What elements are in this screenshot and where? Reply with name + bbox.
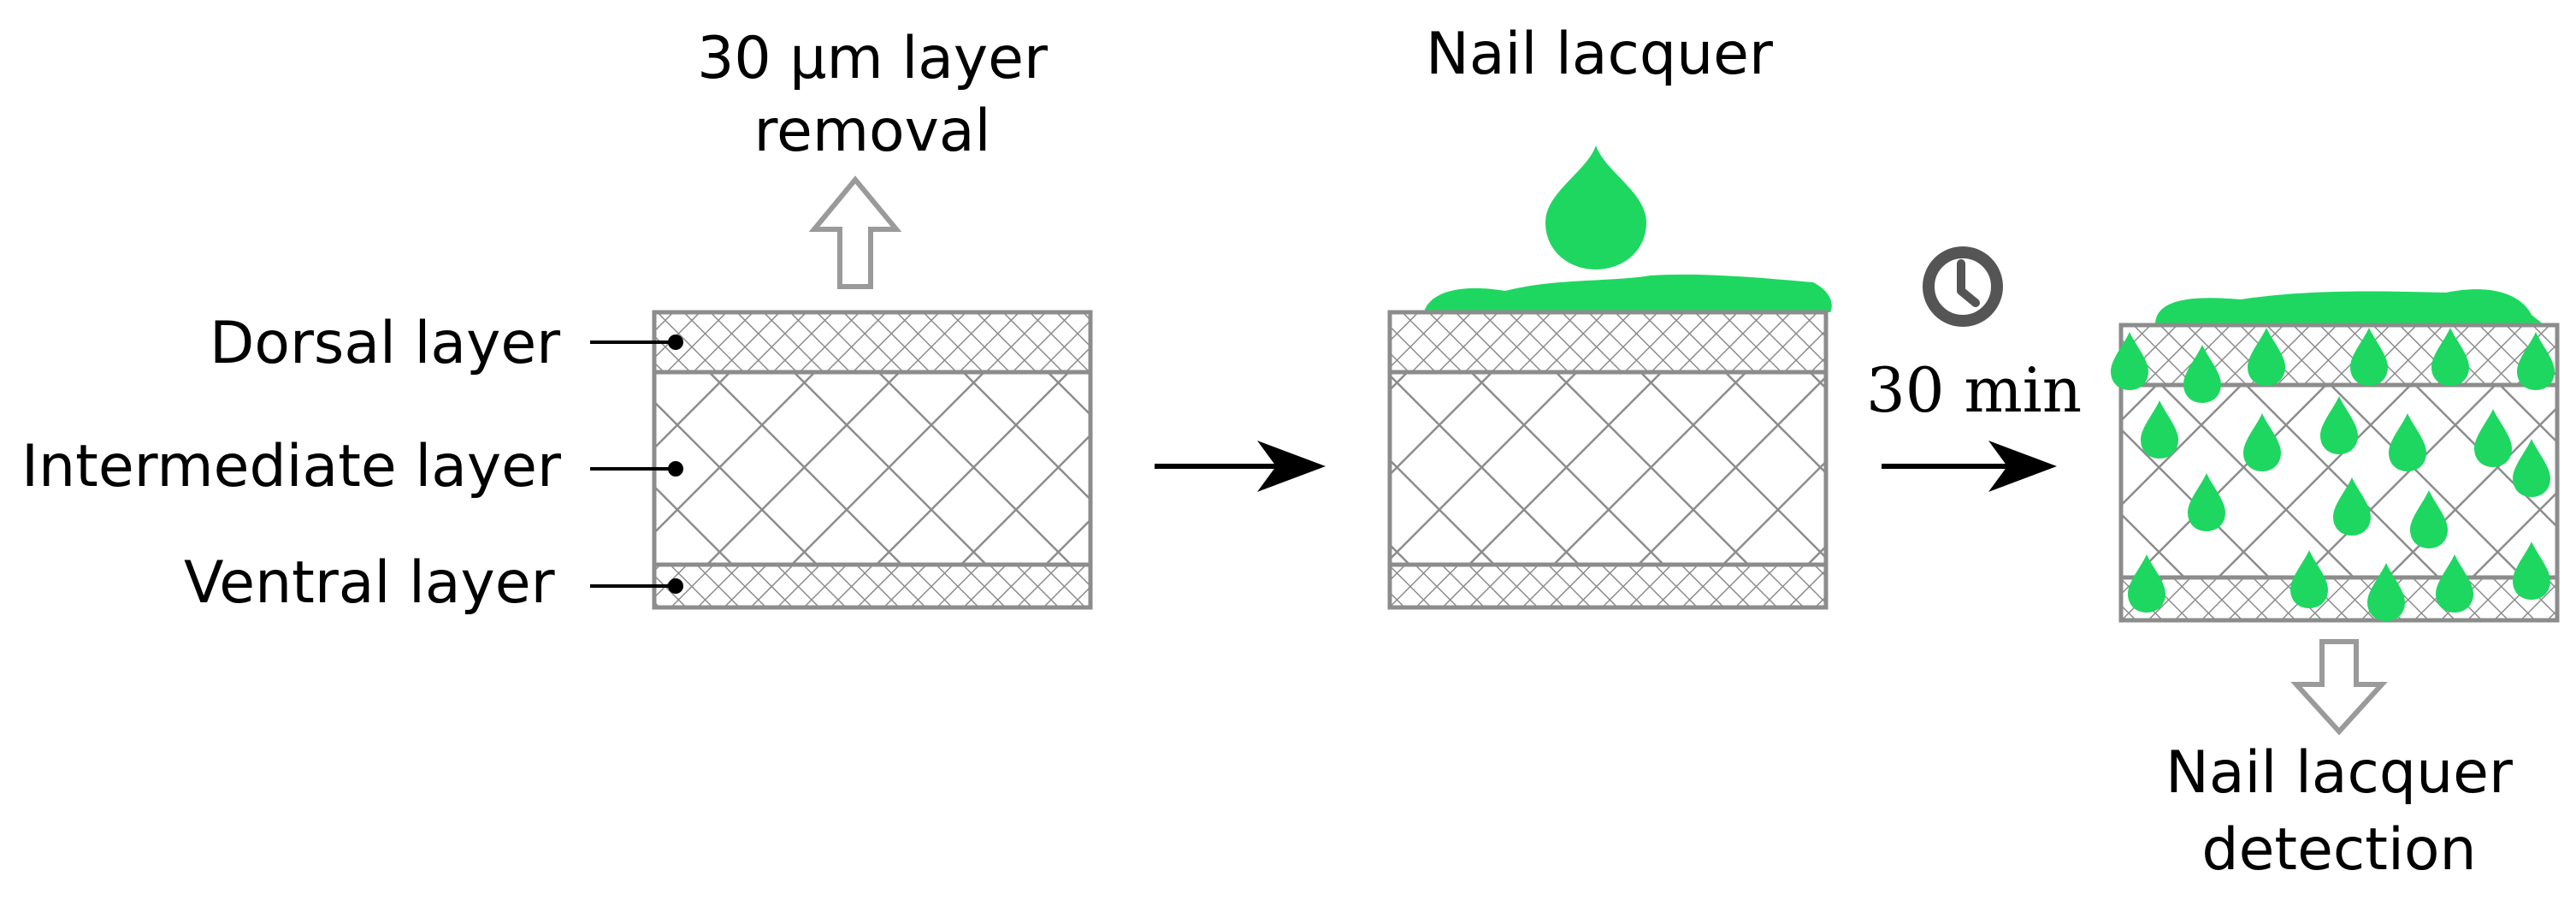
removal-label-line1: 30 μm layer (697, 25, 1048, 92)
arrow-down-outline-icon (2290, 639, 2388, 736)
clock-icon (1923, 246, 2003, 327)
lacquer-film (2155, 289, 2544, 325)
detection-label-line2: detection (2201, 816, 2477, 884)
time-label: 30 min (1866, 354, 2083, 426)
nail-block-with-lacquer (1387, 274, 1832, 610)
droplet-icon (1545, 145, 1646, 269)
ventral-layer (654, 565, 1090, 607)
dorsal-layer-label: Dorsal layer (210, 310, 561, 377)
arrow-up-outline-icon (808, 175, 902, 289)
intermediate-layer-label: Intermediate layer (21, 433, 561, 500)
layer-leader-lines (590, 335, 683, 594)
ventral-layer-label: Ventral layer (184, 549, 555, 617)
lacquer-film (1424, 274, 1832, 312)
detection-label-line1: Nail lacquer (2165, 739, 2513, 807)
nail-block-with-penetration (2111, 289, 2560, 623)
arrow-right-icon (1882, 441, 2057, 492)
arrow-right-icon (1155, 441, 1326, 492)
nail-block-initial (652, 310, 1093, 610)
dorsal-layer (654, 312, 1090, 372)
removal-label-line2: removal (753, 98, 991, 165)
nail-lacquer-label: Nail lacquer (1426, 21, 1773, 88)
